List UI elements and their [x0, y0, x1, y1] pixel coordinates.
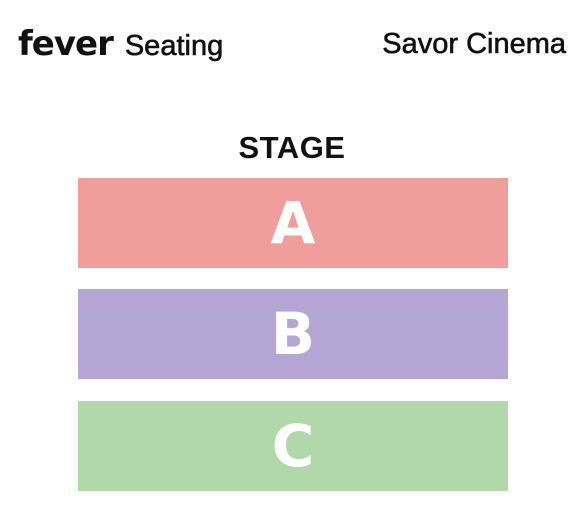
seating-section-b[interactable]: B	[78, 289, 508, 379]
brand: fever Seating	[18, 24, 224, 64]
header: fever Seating Savor Cinema	[0, 0, 584, 90]
stage-label: STAGE	[238, 130, 346, 165]
venue-name: Savor Cinema	[382, 28, 566, 61]
section-label-c: C	[271, 412, 315, 480]
fever-logo[interactable]: fever	[18, 24, 114, 64]
seating-section-c[interactable]: C	[78, 401, 508, 491]
seating-map: STAGE A B C	[0, 120, 584, 500]
section-label-a: A	[270, 189, 316, 257]
section-label-b: B	[270, 300, 316, 368]
page-title: Seating	[124, 30, 224, 63]
seating-section-a[interactable]: A	[78, 178, 508, 268]
